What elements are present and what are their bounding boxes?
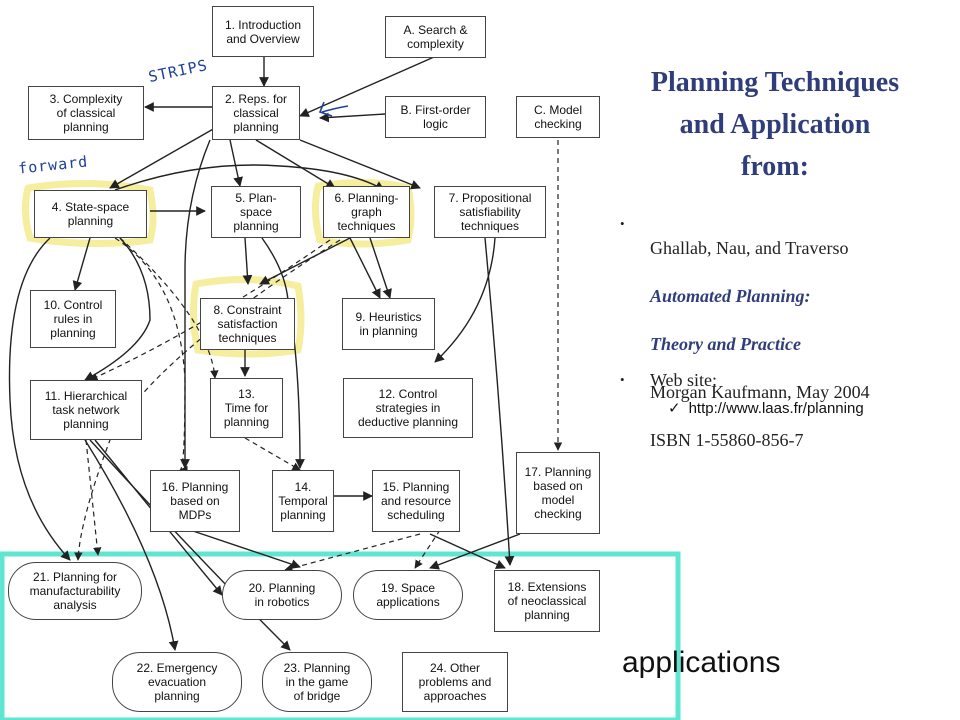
reference-website: • Web site: <box>620 368 940 394</box>
node-18-neoclassical-extensions: 18. Extensions of neoclassical planning <box>494 570 600 632</box>
book-publisher: Morgan Kaufmann, May 2004 <box>650 382 870 402</box>
book-title-line2: Theory and Practice <box>650 334 801 354</box>
node-5-plan-space: 5. Plan- space planning <box>211 186 301 238</box>
node-a-search-complexity: A. Search & complexity <box>385 16 486 58</box>
node-11-htn-planning: 11. Hierarchical task network planning <box>30 380 142 440</box>
node-21-manufacturability: 21. Planning for manufacturability analy… <box>8 562 142 620</box>
node-12-control-strategies: 12. Control strategies in deductive plan… <box>343 378 473 438</box>
node-22-emergency-evacuation: 22. Emergency evacuation planning <box>112 652 242 712</box>
website-url[interactable]: http://www.laas.fr/planning <box>688 400 864 417</box>
bullet-icon: • <box>620 372 625 387</box>
node-23-bridge-game: 23. Planning in the game of bridge <box>262 652 372 712</box>
applications-label: applications <box>622 646 781 679</box>
node-16-mdp-planning: 16. Planning based on MDPs <box>150 470 240 532</box>
web-site-label: Web site: <box>650 370 718 390</box>
node-1-introduction: 1. Introduction and Overview <box>212 6 314 57</box>
node-17-model-checking-planning: 17. Planning based on model checking <box>516 452 600 534</box>
book-authors: Ghallab, Nau, and Traverso <box>650 238 849 258</box>
node-9-heuristics: 9. Heuristics in planning <box>342 298 435 350</box>
node-7-propositional-sat: 7. Propositional satisfiability techniqu… <box>434 186 546 238</box>
node-24-other-problems: 24. Other problems and approaches <box>402 652 508 712</box>
node-b-first-order-logic: B. First-order logic <box>385 96 486 138</box>
node-19-space-applications: 19. Space applications <box>353 570 463 620</box>
reference-book: • Ghallab, Nau, and Traverso Automated P… <box>620 212 940 450</box>
book-isbn: ISBN 1-55860-856-7 <box>650 430 804 450</box>
node-4-state-space: 4. State-space planning <box>34 190 147 238</box>
checkmark-icon: ✓ <box>668 400 681 417</box>
node-13-time-planning: 13. Time for planning <box>210 378 283 438</box>
slide-title: Planning Techniques and Application from… <box>650 67 900 182</box>
website-url-item: ✓ http://www.laas.fr/planning <box>668 399 864 417</box>
bullet-icon: • <box>620 216 625 231</box>
node-c-model-checking: C. Model checking <box>516 96 600 138</box>
solid-arrows <box>8 56 521 651</box>
node-8-constraint-satisfaction: 8. Constraint satisfaction techniques <box>200 298 295 350</box>
book-title-line1: Automated Planning: <box>650 286 811 306</box>
node-3-complexity: 3. Complexity of classical planning <box>28 86 144 140</box>
node-15-resource-scheduling: 15. Planning and resource scheduling <box>372 470 460 532</box>
node-20-robotics: 20. Planning in robotics <box>222 570 342 620</box>
node-2-representations: 2. Reps. for classical planning <box>212 86 300 140</box>
node-6-planning-graph: 6. Planning- graph techniques <box>323 186 410 238</box>
node-10-control-rules: 10. Control rules in planning <box>30 290 116 348</box>
applications-frame <box>0 551 681 720</box>
handwritten-arrow <box>318 101 349 117</box>
node-14-temporal-planning: 14. Temporal planning <box>272 470 334 532</box>
